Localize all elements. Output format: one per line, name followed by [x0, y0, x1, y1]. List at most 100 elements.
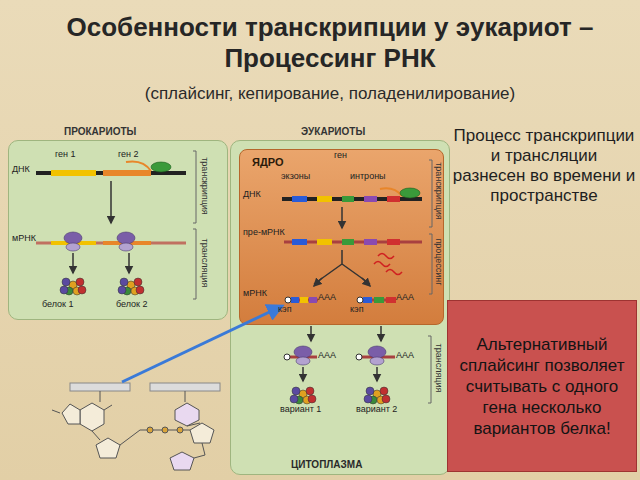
illustration-part [377, 396, 385, 404]
illustration-part [341, 207, 343, 228]
illustration-part [194, 455, 205, 458]
illustration-part [294, 346, 312, 358]
illustration-part [429, 234, 432, 294]
illustration-part [362, 356, 395, 359]
illustration-part [73, 287, 81, 295]
illustration-part [62, 278, 70, 286]
note-text: Альтернативный сплайсинг позволяет считы… [448, 328, 636, 445]
illustration-part [300, 297, 308, 303]
illustration-part [202, 443, 205, 455]
illustration-part [126, 161, 151, 171]
illustration-part [369, 396, 377, 404]
illustration-part [177, 427, 183, 433]
illustration-part [150, 383, 220, 391]
diagram-label: кэп [350, 305, 364, 315]
diagram-label: ген 2 [118, 150, 139, 160]
illustration-part [291, 297, 299, 303]
illustration-part [104, 405, 112, 410]
illustration-part [308, 395, 316, 403]
illustration-part [306, 387, 314, 395]
diagram-label: вариант 2 [356, 405, 397, 415]
diagram-label: белок 1 [42, 300, 74, 310]
illustration-part [356, 354, 362, 360]
illustration-part [120, 430, 140, 445]
illustration-part [62, 404, 80, 424]
stage-label: трансляция [199, 239, 209, 288]
illustration-part [70, 383, 130, 391]
illustration-part [400, 188, 420, 198]
diagram-label: ДНК [243, 190, 261, 200]
illustration-part [364, 395, 372, 403]
illustration-part [76, 278, 84, 286]
illustration-part [368, 346, 386, 358]
illustration-part [374, 254, 402, 275]
illustration-part [357, 297, 363, 303]
stage-label: транскрипция [433, 162, 443, 220]
illustration-part [69, 281, 77, 289]
diagram-label: AAA [318, 293, 336, 303]
illustration-part [147, 427, 153, 433]
illustration-part [310, 326, 312, 341]
illustration-part [117, 232, 135, 244]
diagram-label: ген 1 [55, 150, 76, 160]
illustration-part [78, 286, 86, 294]
illustration-part [285, 297, 291, 303]
illustration-part [382, 395, 390, 403]
illustration-part [303, 396, 311, 404]
panel-heading: ЭУКАРИОТЫ [301, 126, 365, 137]
diagram-label: кэп [278, 305, 292, 315]
panel-heading: ПРОКАРИОТЫ [64, 126, 136, 137]
illustration-part [386, 297, 396, 303]
slide-text: (сплайсинг, кепирование, поладенилирован… [40, 84, 620, 104]
illustration-part [370, 357, 384, 365]
illustration-part [140, 430, 190, 431]
diagram-label: вариант 1 [280, 405, 321, 415]
diagram-label: ДНК [12, 165, 30, 175]
illustration-part [373, 390, 381, 398]
illustration-part [151, 162, 171, 172]
diagram-label: пре-мРНК [243, 228, 285, 238]
prokaryote-panel: ПРОКАРИОТЫ [8, 140, 228, 320]
illustration-part [290, 356, 317, 359]
illustration-part [299, 390, 307, 398]
illustration-part [96, 438, 120, 458]
illustration-part [175, 403, 199, 426]
slide-title: Особенности транскрипции у эукариот – Пр… [40, 12, 620, 74]
illustration-part [284, 354, 290, 360]
illustration-part [136, 286, 144, 294]
illustration-part [376, 367, 378, 381]
illustration-part [193, 229, 196, 299]
illustration-part [292, 196, 307, 202]
diagram-label: AAA [396, 351, 414, 361]
diagram-label: белок 2 [116, 300, 148, 310]
diagram-label: ген [334, 151, 347, 161]
illustration-part [317, 196, 332, 202]
diagram-label: интроны [350, 172, 386, 182]
illustration-part [364, 239, 377, 245]
illustration-part [380, 387, 388, 395]
illustration-part [119, 243, 133, 251]
illustration-part [302, 367, 304, 381]
illustration-part [92, 431, 100, 440]
illustration-part [162, 427, 168, 433]
illustration-part [291, 299, 318, 302]
illustration-part [387, 239, 400, 245]
illustration-part [110, 181, 112, 223]
illustration-part [128, 253, 130, 273]
illustration-part [52, 410, 60, 413]
illustration-part [36, 171, 186, 175]
note-box: Альтернативный сплайсинг позволяет считы… [447, 300, 637, 472]
illustration-part [428, 336, 431, 403]
illustration-part [66, 243, 80, 251]
illustration-part [51, 241, 96, 245]
eukaryote-panel: ЭУКАРИОТЫЦИТОПЛАЗМАЯДРО [230, 140, 450, 475]
illustration-part [187, 423, 200, 426]
illustration-part [314, 278, 322, 286]
illustration-part [103, 241, 151, 245]
stage-label: трансляция [433, 344, 443, 393]
illustration-part [374, 297, 384, 303]
illustration-part [118, 286, 126, 294]
panel-heading: ЦИТОПЛАЗМА [291, 459, 362, 470]
illustration-part [190, 423, 214, 443]
